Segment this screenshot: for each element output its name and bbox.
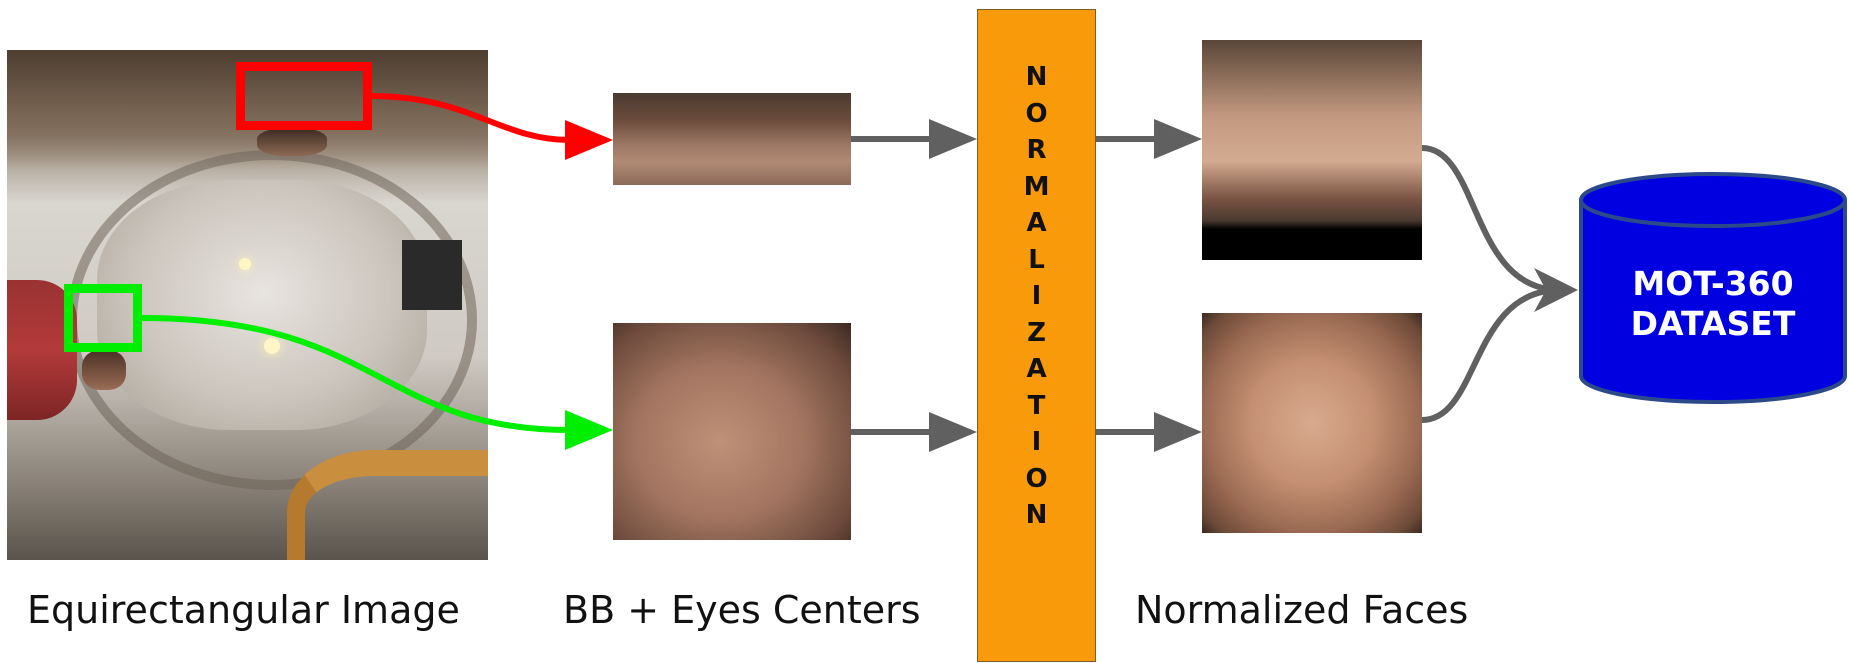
green-arrowhead	[565, 410, 613, 450]
grey-arrowhead	[1154, 412, 1202, 452]
equirectangular-label: Equirectangular Image	[27, 588, 460, 632]
bb-eyes-label: BB + Eyes Centers	[563, 588, 921, 632]
grey-arrowhead	[1154, 119, 1202, 159]
merge-curve-top	[1422, 148, 1560, 290]
red-curve-arrow	[372, 96, 570, 140]
normalized-faces-label: Normalized Faces	[1135, 588, 1468, 632]
grey-arrowhead	[929, 119, 977, 159]
grey-arrowhead	[929, 412, 977, 452]
red-arrowhead	[565, 120, 613, 160]
dataset-label: MOT-360 DATASET	[1578, 264, 1848, 344]
green-curve-arrow	[142, 318, 570, 430]
dataset-label-line1: MOT-360	[1578, 264, 1848, 304]
merge-curve-bottom	[1422, 290, 1560, 420]
dataset-label-line2: DATASET	[1578, 304, 1848, 344]
